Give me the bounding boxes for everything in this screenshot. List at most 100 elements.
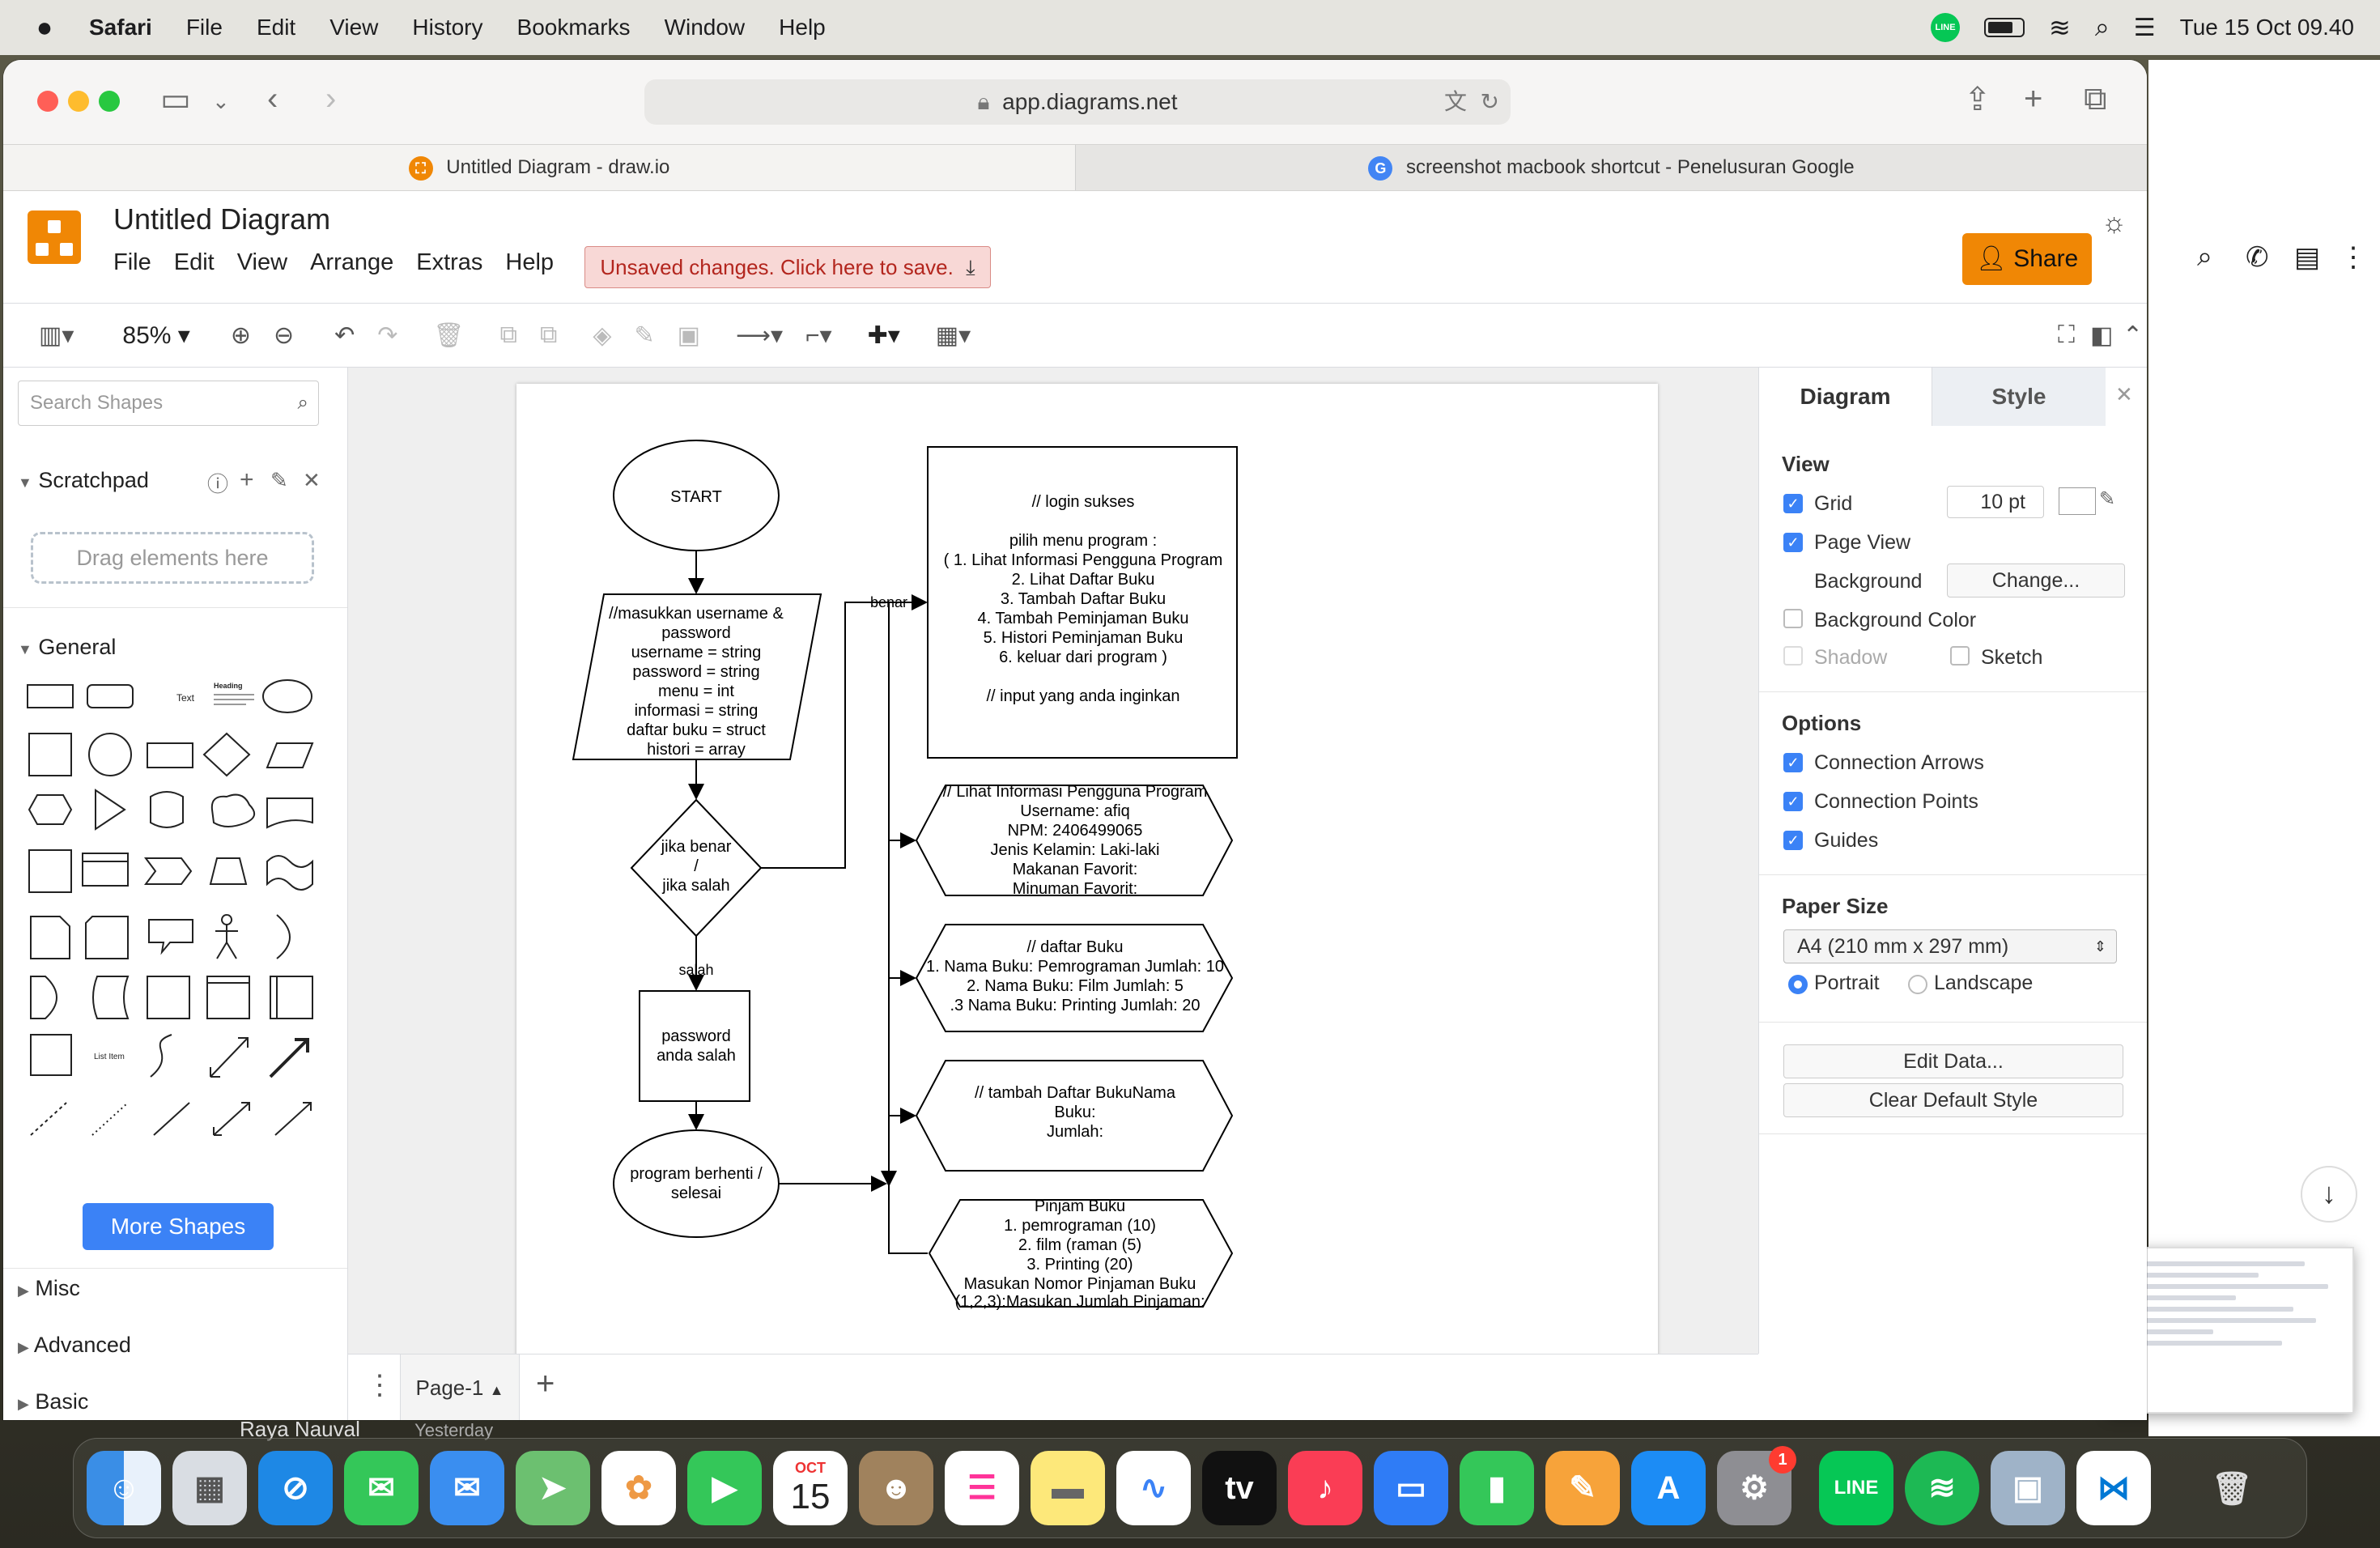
background-color-checkbox[interactable] bbox=[1783, 609, 1803, 628]
shape-cube[interactable] bbox=[82, 853, 129, 887]
chevron-up-icon[interactable]: ▲ bbox=[489, 1382, 504, 1398]
new-tab-icon[interactable]: + bbox=[2024, 81, 2043, 117]
tab-drawio[interactable]: ⛶ Untitled Diagram - draw.io bbox=[3, 145, 1075, 190]
wifi-icon[interactable]: ≋ bbox=[2049, 13, 2071, 42]
calendar-icon[interactable]: OCT 15 bbox=[773, 1451, 848, 1525]
general-header[interactable]: ▼ General bbox=[18, 635, 116, 660]
redo-icon[interactable]: ↷ bbox=[377, 321, 398, 349]
shape-hexagon[interactable] bbox=[28, 794, 73, 825]
trash-icon[interactable]: 🗑︎ bbox=[2211, 1470, 2253, 1507]
translate-icon[interactable]: 文 bbox=[1443, 89, 1467, 114]
theme-icon[interactable]: ☼ bbox=[2102, 207, 2127, 238]
app-menu-view[interactable]: View bbox=[236, 249, 288, 275]
close-window-button[interactable] bbox=[37, 91, 58, 112]
undo-icon[interactable]: ↶ bbox=[334, 321, 355, 349]
shape-directional-connector[interactable] bbox=[274, 1102, 312, 1136]
app-menu-extras[interactable]: Extras bbox=[416, 249, 483, 275]
clear-default-style-button[interactable]: Clear Default Style bbox=[1783, 1083, 2123, 1117]
shape-trapezoid[interactable] bbox=[209, 857, 248, 885]
line-status-icon[interactable]: LINE bbox=[1931, 13, 1961, 42]
menu-bookmarks[interactable]: Bookmarks bbox=[516, 15, 631, 40]
shape-triangle[interactable] bbox=[95, 789, 126, 831]
control-center-icon[interactable]: ☰ bbox=[2133, 14, 2156, 41]
shape-text[interactable]: Text bbox=[176, 692, 195, 704]
app-menu-edit[interactable]: Edit bbox=[173, 249, 215, 275]
shape-note[interactable] bbox=[30, 916, 70, 959]
add-page-icon[interactable]: + bbox=[536, 1366, 555, 1401]
mail-icon[interactable]: ✉ bbox=[430, 1451, 504, 1525]
shape-rectangle[interactable] bbox=[27, 684, 74, 708]
apple-icon[interactable]: ● bbox=[36, 11, 53, 43]
zoom-out-icon[interactable]: ⊖ bbox=[274, 321, 295, 349]
keynote-icon[interactable]: ▭ bbox=[1374, 1451, 1448, 1525]
fullscreen-icon[interactable]: ⛶ bbox=[2058, 321, 2075, 348]
appstore-icon[interactable]: A bbox=[1631, 1451, 1706, 1525]
shape-heading[interactable]: Heading bbox=[214, 682, 243, 690]
to-back-icon[interactable]: ⧉ bbox=[539, 321, 558, 348]
edge-decision-menu[interactable] bbox=[761, 594, 928, 869]
shape-square[interactable] bbox=[28, 733, 72, 776]
shape-list-item[interactable]: List Item bbox=[94, 1053, 125, 1061]
appletv-icon[interactable]: tv bbox=[1202, 1451, 1277, 1525]
safari-icon[interactable]: ⊘ bbox=[258, 1451, 333, 1525]
page-view-checkbox[interactable]: ✓ bbox=[1783, 533, 1803, 552]
input-node[interactable] bbox=[572, 593, 822, 760]
page-tab[interactable]: Page-1 ▲ bbox=[400, 1354, 520, 1420]
add-icon[interactable]: + bbox=[240, 466, 254, 493]
facetime-icon[interactable]: ▶ bbox=[687, 1451, 762, 1525]
contacts-icon[interactable]: ☻ bbox=[859, 1451, 933, 1525]
connection-arrows-checkbox[interactable]: ✓ bbox=[1783, 753, 1803, 772]
shape-arrow[interactable] bbox=[269, 1038, 309, 1078]
clock[interactable]: Tue 15 Oct 09.40 bbox=[2179, 15, 2354, 40]
connection-icon[interactable]: ⟶▾ bbox=[735, 321, 784, 349]
shape-process[interactable] bbox=[147, 742, 193, 768]
spotlight-icon[interactable]: ⌕ bbox=[2094, 12, 2110, 41]
tab-google[interactable]: G screenshot macbook shortcut - Penelusu… bbox=[1075, 145, 2147, 190]
line-app-icon[interactable]: LINE bbox=[1819, 1451, 1893, 1525]
shape-internal-storage[interactable] bbox=[28, 849, 72, 893]
shape-delay[interactable] bbox=[30, 976, 57, 1019]
toggle-panel-icon[interactable]: ◧ bbox=[2090, 321, 2114, 349]
guides-checkbox[interactable]: ✓ bbox=[1783, 831, 1803, 850]
scroll-down-icon[interactable]: ↓ bbox=[2301, 1166, 2357, 1223]
basic-header[interactable]: ▶ Basic bbox=[18, 1389, 88, 1414]
freeform-icon[interactable]: ∿ bbox=[1116, 1451, 1191, 1525]
sketch-checkbox[interactable] bbox=[1950, 646, 1970, 666]
messages-icon[interactable]: ✉ bbox=[344, 1451, 419, 1525]
delete-icon[interactable]: 🗑︎ bbox=[433, 321, 465, 349]
grid-color-swatch[interactable] bbox=[2059, 487, 2096, 515]
scratchpad-header[interactable]: ▼ Scratchpad bbox=[18, 468, 149, 493]
edit-icon[interactable]: ✎ bbox=[270, 468, 288, 492]
menu-node[interactable] bbox=[927, 446, 1238, 759]
edge-menu-bus[interactable] bbox=[888, 602, 928, 1254]
preview-icon[interactable]: ▣ bbox=[1991, 1451, 2065, 1525]
shape-container[interactable] bbox=[147, 976, 190, 1019]
app-menu-help[interactable]: Help bbox=[505, 249, 555, 275]
menu-app[interactable]: Safari bbox=[89, 15, 152, 40]
collapse-icon[interactable]: ⌃ bbox=[2123, 321, 2144, 349]
address-bar[interactable]: 🔒︎ app.diagrams.net 文 ↻ bbox=[644, 79, 1511, 125]
search-shapes-input[interactable]: Search Shapes ⌕ bbox=[18, 381, 319, 426]
grid-checkbox[interactable]: ✓ bbox=[1783, 494, 1803, 513]
shape-vertical-container[interactable] bbox=[270, 976, 313, 1019]
fill-color-icon[interactable]: ◈ bbox=[593, 321, 612, 349]
share-icon[interactable]: ⇪ bbox=[1964, 82, 1991, 117]
zoom-window-button[interactable] bbox=[99, 91, 120, 112]
tab-overview-icon[interactable]: ⧉ bbox=[2084, 81, 2107, 117]
info-node[interactable] bbox=[915, 785, 1234, 896]
to-front-icon[interactable]: ⧉ bbox=[499, 321, 517, 348]
launchpad-icon[interactable]: ▦ bbox=[172, 1451, 247, 1525]
scratchpad-drop-zone[interactable]: Drag elements here bbox=[31, 532, 314, 584]
shape-bidirectional-arrow[interactable] bbox=[210, 1037, 249, 1078]
close-icon[interactable]: ✕ bbox=[303, 468, 321, 492]
back-icon[interactable]: ‹ bbox=[267, 81, 278, 117]
shadow-checkbox[interactable] bbox=[1783, 646, 1803, 666]
reminders-icon[interactable]: ☰ bbox=[945, 1451, 1019, 1525]
landscape-radio[interactable] bbox=[1908, 975, 1927, 994]
forward-icon[interactable]: › bbox=[325, 81, 337, 117]
eyedropper-icon[interactable]: ✎ bbox=[2099, 488, 2116, 510]
menu-help[interactable]: Help bbox=[779, 15, 826, 40]
shape-swimlane[interactable] bbox=[206, 976, 250, 1019]
settings-icon[interactable]: ⚙ 1 bbox=[1717, 1446, 1796, 1525]
close-panel-icon[interactable]: ✕ bbox=[2115, 382, 2133, 406]
